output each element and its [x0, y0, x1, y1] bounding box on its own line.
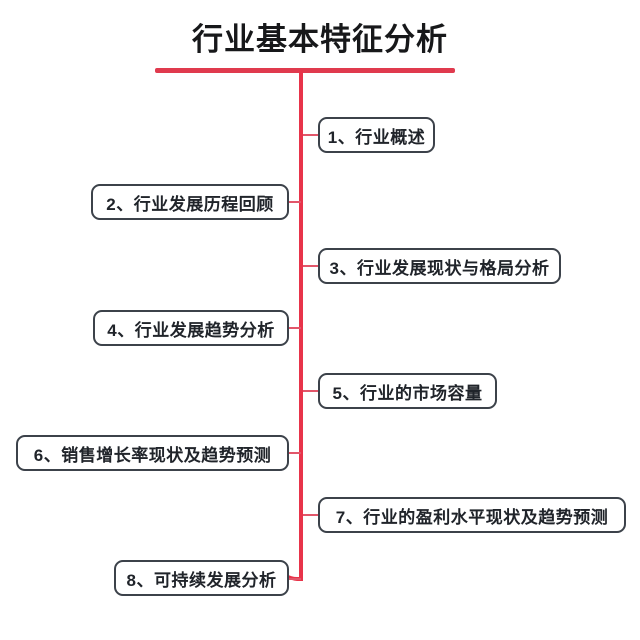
node-label-4: 4、行业发展趋势分析 [107, 320, 275, 340]
connector-stub-7 [303, 514, 319, 516]
node-box-2[interactable]: 2、行业发展历程回顾 [91, 184, 289, 220]
connector-stub-1 [303, 134, 319, 136]
page-title: 行业基本特征分析 [192, 22, 448, 57]
node-box-6[interactable]: 6、销售增长率现状及趋势预测 [16, 435, 289, 471]
node-box-5[interactable]: 5、行业的市场容量 [318, 373, 497, 409]
title-underline [155, 68, 455, 73]
connector-stub-6 [288, 452, 301, 454]
node-label-7: 7、行业的盈利水平现状及趋势预测 [335, 507, 609, 527]
node-box-3[interactable]: 3、行业发展现状与格局分析 [318, 248, 561, 284]
node-box-8[interactable]: 8、可持续发展分析 [114, 560, 289, 596]
connector-stub-2 [288, 201, 301, 203]
node-label-6: 6、销售增长率现状及趋势预测 [33, 445, 272, 465]
connector-stub-8 [288, 578, 301, 580]
node-label-8: 8、可持续发展分析 [126, 570, 277, 590]
node-box-4[interactable]: 4、行业发展趋势分析 [93, 310, 289, 346]
node-box-7[interactable]: 7、行业的盈利水平现状及趋势预测 [318, 497, 626, 533]
node-label-3: 3、行业发展现状与格局分析 [329, 258, 550, 278]
node-label-5: 5、行业的市场容量 [332, 383, 483, 403]
connector-stub-4 [288, 327, 301, 329]
connector-stub-5 [303, 390, 319, 392]
spine-vertical-line [299, 70, 303, 565]
node-box-1[interactable]: 1、行业概述 [318, 117, 435, 153]
connector-stub-3 [303, 265, 319, 267]
node-label-1: 1、行业概述 [327, 127, 426, 147]
node-label-2: 2、行业发展历程回顾 [106, 194, 274, 214]
